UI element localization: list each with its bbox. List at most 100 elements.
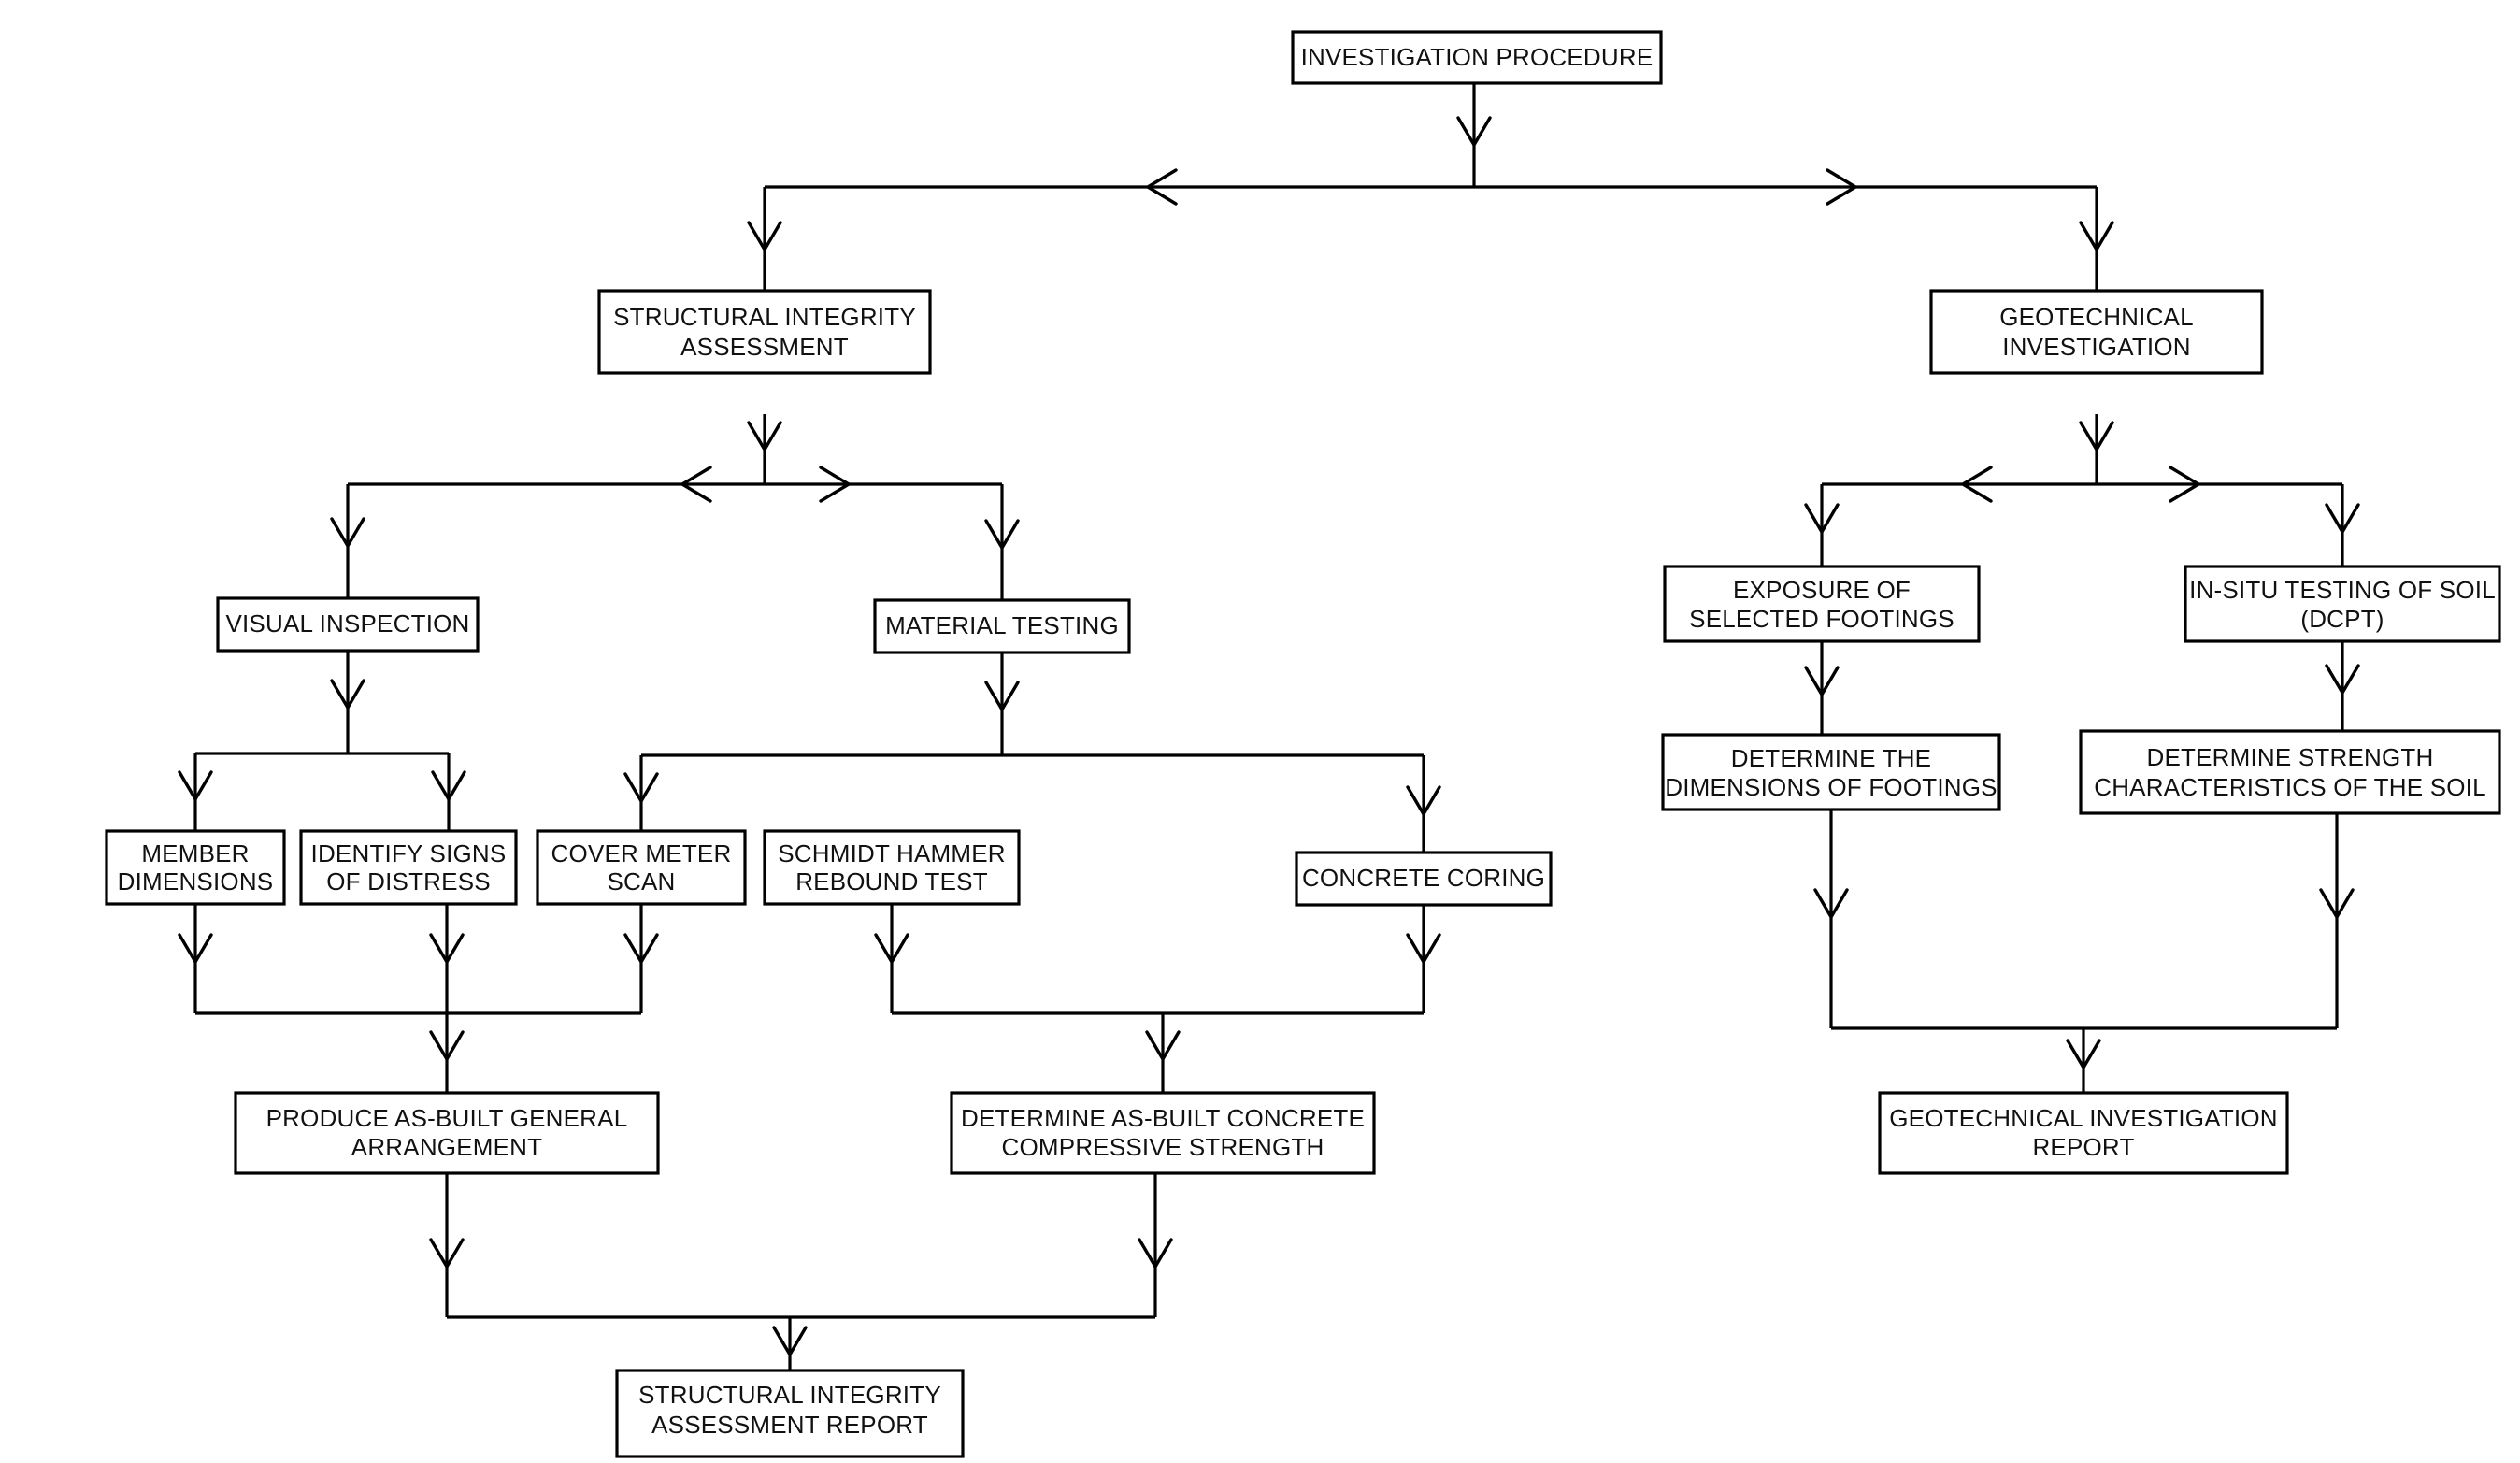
arrowhead-member-down <box>178 933 213 964</box>
node-box <box>1291 30 1663 85</box>
node-label-line-1: GEOTECHNICAL <box>1999 303 2194 331</box>
node-label-line-1: COVER METER <box>551 839 732 868</box>
node-label-line-1: IDENTIFY SIGNS <box>311 839 507 868</box>
arrowhead-right-merge-stem <box>1145 1030 1181 1061</box>
node-label-line-2: SELECTED FOOTINGS <box>1689 605 1954 633</box>
arrowhead-sia-to-visual <box>330 517 365 548</box>
node-member-dimensions[interactable]: MEMBER DIMENSIONS <box>105 829 286 906</box>
arrowhead-root-bus-left <box>1146 168 1178 206</box>
node-box <box>597 289 932 375</box>
arrowhead-geo-to-exposure <box>1804 503 1840 534</box>
node-label-line-1: VISUAL INSPECTION <box>225 610 469 638</box>
node-box <box>536 829 747 906</box>
node-label-line-2: REBOUND TEST <box>795 868 988 896</box>
node-label-line-1: INVESTIGATION PROCEDURE <box>1301 43 1654 71</box>
node-box <box>763 829 1021 906</box>
node-material-testing[interactable]: MATERIAL TESTING <box>873 598 1131 654</box>
arrowhead-geo-bus-right <box>2169 466 2200 503</box>
node-investigation-procedure[interactable]: INVESTIGATION PROCEDURE <box>1291 30 1663 85</box>
node-cover-meter-scan[interactable]: COVER METER SCAN <box>536 829 747 906</box>
node-exposure-of-selected-footings[interactable]: EXPOSURE OF SELECTED FOOTINGS <box>1663 565 1981 643</box>
node-box <box>1929 289 2264 375</box>
node-concrete-coring[interactable]: CONCRETE CORING <box>1295 851 1553 907</box>
arrowhead-distress-down <box>429 933 465 964</box>
arrowhead-root-bus-right <box>1826 168 1857 206</box>
node-label-line-1: DETERMINE STRENGTH <box>2147 743 2434 771</box>
node-label-line-2: COMPRESSIVE STRENGTH <box>1002 1133 1324 1161</box>
arrowhead-dims-down <box>1813 888 1849 919</box>
node-box <box>1878 1091 2289 1175</box>
node-structural-integrity-assessment[interactable]: STRUCTURAL INTEGRITY ASSESSMENT <box>597 289 932 375</box>
node-label-line-1: CONCRETE CORING <box>1302 864 1545 892</box>
node-label-line-2: OF DISTRESS <box>326 868 491 896</box>
node-label-line-1: SCHMIDT HAMMER <box>778 839 1006 868</box>
node-box <box>1661 733 2001 811</box>
arrowhead-sia-bus-left <box>680 466 712 503</box>
arrowhead-geo-to-insitu <box>2325 503 2360 534</box>
node-label-line-2: SCAN <box>607 868 675 896</box>
node-label-line-1: MATERIAL TESTING <box>885 611 1119 639</box>
node-visual-inspection[interactable]: VISUAL INSPECTION <box>216 596 480 653</box>
arrowhead-visual-to-member <box>178 770 213 801</box>
node-label-line-2: DIMENSIONS OF FOOTINGS <box>1665 773 1997 801</box>
node-box <box>299 829 518 906</box>
node-box <box>873 598 1131 654</box>
arrowhead-exposure-to-dims <box>1804 666 1840 696</box>
node-label-line-2: REPORT <box>2032 1133 2134 1161</box>
node-layer: INVESTIGATION PROCEDURE STRUCTURAL INTEG… <box>105 30 2501 1458</box>
arrowhead-geo-stem <box>2079 421 2114 452</box>
node-box <box>1295 851 1553 907</box>
arrowhead-root-to-sia <box>747 221 782 251</box>
node-label-line-2: ARRANGEMENT <box>351 1133 542 1161</box>
node-produce-as-built-general-arrangement[interactable]: PRODUCE AS-BUILT GENERAL ARRANGEMENT <box>234 1091 660 1175</box>
node-label-line-1: DETERMINE THE <box>1731 744 1931 772</box>
node-geotechnical-investigation-report[interactable]: GEOTECHNICAL INVESTIGATION REPORT <box>1878 1091 2289 1175</box>
node-label-line-2: DIMENSIONS <box>118 868 274 896</box>
node-determine-as-built-concrete-compressive-strength[interactable]: DETERMINE AS-BUILT CONCRETE COMPRESSIVE … <box>950 1091 1376 1175</box>
arrowhead-root-stem <box>1456 116 1492 147</box>
arrowhead-root-to-geo <box>2079 221 2114 251</box>
node-structural-integrity-assessment-report[interactable]: STRUCTURAL INTEGRITY ASSESSMENT REPORT <box>615 1369 965 1458</box>
arrowhead-visual-to-distress <box>431 770 466 801</box>
arrowhead-material-stem <box>984 681 1020 711</box>
node-box <box>216 596 480 653</box>
node-box <box>234 1091 660 1175</box>
arrowhead-final-merge-stem <box>772 1326 808 1356</box>
node-label-line-2: INVESTIGATION <box>2002 333 2190 361</box>
node-label-line-2: CHARACTERISTICS OF THE SOIL <box>2094 773 2486 801</box>
arrowhead-schmidt-down <box>874 933 909 964</box>
arrowhead-sia-bus-right <box>819 466 851 503</box>
node-label-line-1: EXPOSURE OF <box>1733 576 1911 604</box>
arrowhead-strengthrep-down <box>1138 1238 1173 1269</box>
arrowhead-sia-stem <box>747 421 782 452</box>
arrowhead-sia-to-material <box>984 519 1020 550</box>
node-label-line-1: GEOTECHNICAL INVESTIGATION <box>1889 1104 2277 1132</box>
node-label-line-1: STRUCTURAL INTEGRITY <box>638 1381 941 1409</box>
node-label-line-2: (DCPT) <box>2300 605 2384 633</box>
node-label-line-2: ASSESSMENT REPORT <box>651 1411 928 1439</box>
arrowhead-cover-down <box>623 933 659 964</box>
node-box <box>2079 729 2501 815</box>
node-label-line-2: ASSESSMENT <box>680 333 849 361</box>
node-label-line-1: PRODUCE AS-BUILT GENERAL <box>266 1104 628 1132</box>
node-determine-strength-characteristics[interactable]: DETERMINE STRENGTH CHARACTERISTICS OF TH… <box>2079 729 2501 815</box>
node-box <box>2184 565 2501 643</box>
node-label-line-1: MEMBER <box>141 839 249 868</box>
node-label-line-1: STRUCTURAL INTEGRITY <box>613 303 916 331</box>
arrowhead-geo-bus-left <box>1961 466 1993 503</box>
node-geotechnical-investigation[interactable]: GEOTECHNICAL INVESTIGATION <box>1929 289 2264 375</box>
arrowhead-material-to-cover <box>623 772 659 803</box>
node-box <box>950 1091 1376 1175</box>
node-in-situ-testing-of-soil[interactable]: IN-SITU TESTING OF SOIL (DCPT) <box>2184 565 2501 643</box>
node-determine-dimensions-of-footings[interactable]: DETERMINE THE DIMENSIONS OF FOOTINGS <box>1661 733 2001 811</box>
node-label-line-1: DETERMINE AS-BUILT CONCRETE <box>961 1104 1365 1132</box>
arrowhead-left-merge-stem <box>429 1030 465 1061</box>
arrowhead-insitu-to-strength <box>2325 664 2360 695</box>
node-label-line-1: IN-SITU TESTING OF SOIL <box>2189 576 2496 604</box>
node-identify-signs-of-distress[interactable]: IDENTIFY SIGNS OF DISTRESS <box>299 829 518 906</box>
arrowhead-strength-down <box>2319 888 2355 919</box>
node-schmidt-hammer-rebound-test[interactable]: SCHMIDT HAMMER REBOUND TEST <box>763 829 1021 906</box>
node-box <box>615 1369 965 1458</box>
arrowhead-coring-down <box>1406 933 1441 964</box>
